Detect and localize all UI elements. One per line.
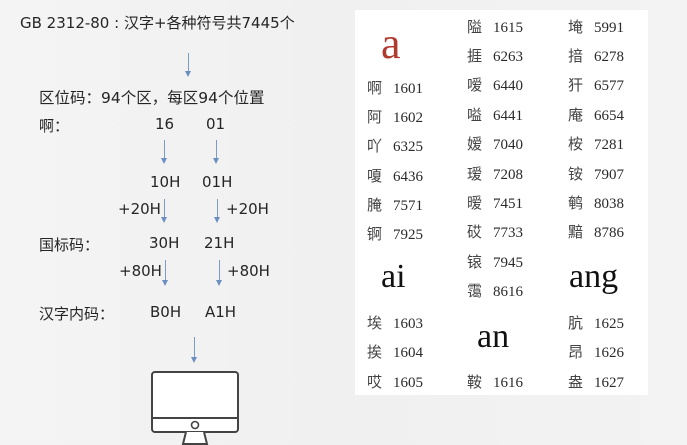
heading-ang: ang [569,258,619,295]
arrow-down-icon [191,337,197,363]
example-char-label: 啊： [39,117,70,135]
add-80h-right: +80H [227,262,270,280]
flow-title: GB 2312-80 : 汉字+各种符号共7445个 [20,14,295,32]
heading-a: a [381,19,401,68]
neima-qu-value: B0H [150,303,182,321]
computer-monitor-icon [151,371,239,445]
guobiao-label: 国标码： [39,236,100,254]
arrow-down-icon [162,260,168,286]
quwei-wei-value: 01 [206,115,226,133]
hex-wei-value: 01H [202,173,233,191]
heading-an: an [477,318,510,355]
arrow-down-icon [185,53,191,77]
arrow-down-icon [213,140,219,164]
guobiao-qu-value: 30H [149,234,180,252]
arrow-down-icon [216,260,222,286]
quwei-qu-value: 16 [155,115,175,133]
guobiao-wei-value: 21H [204,234,235,252]
hex-qu-value: 10H [150,173,181,191]
heading-ai: ai [381,258,406,295]
add-20h-left: +20H [118,200,161,218]
arrow-down-icon [161,199,167,223]
arrow-down-icon [161,140,167,164]
neima-label: 汉字内码： [39,305,115,323]
add-80h-left: +80H [119,262,162,280]
quwei-description: 区位码：94个区，每区94个位置 [39,89,265,107]
add-20h-right: +20H [226,200,269,218]
neima-wei-value: A1H [205,303,237,321]
arrow-down-icon [214,199,220,223]
